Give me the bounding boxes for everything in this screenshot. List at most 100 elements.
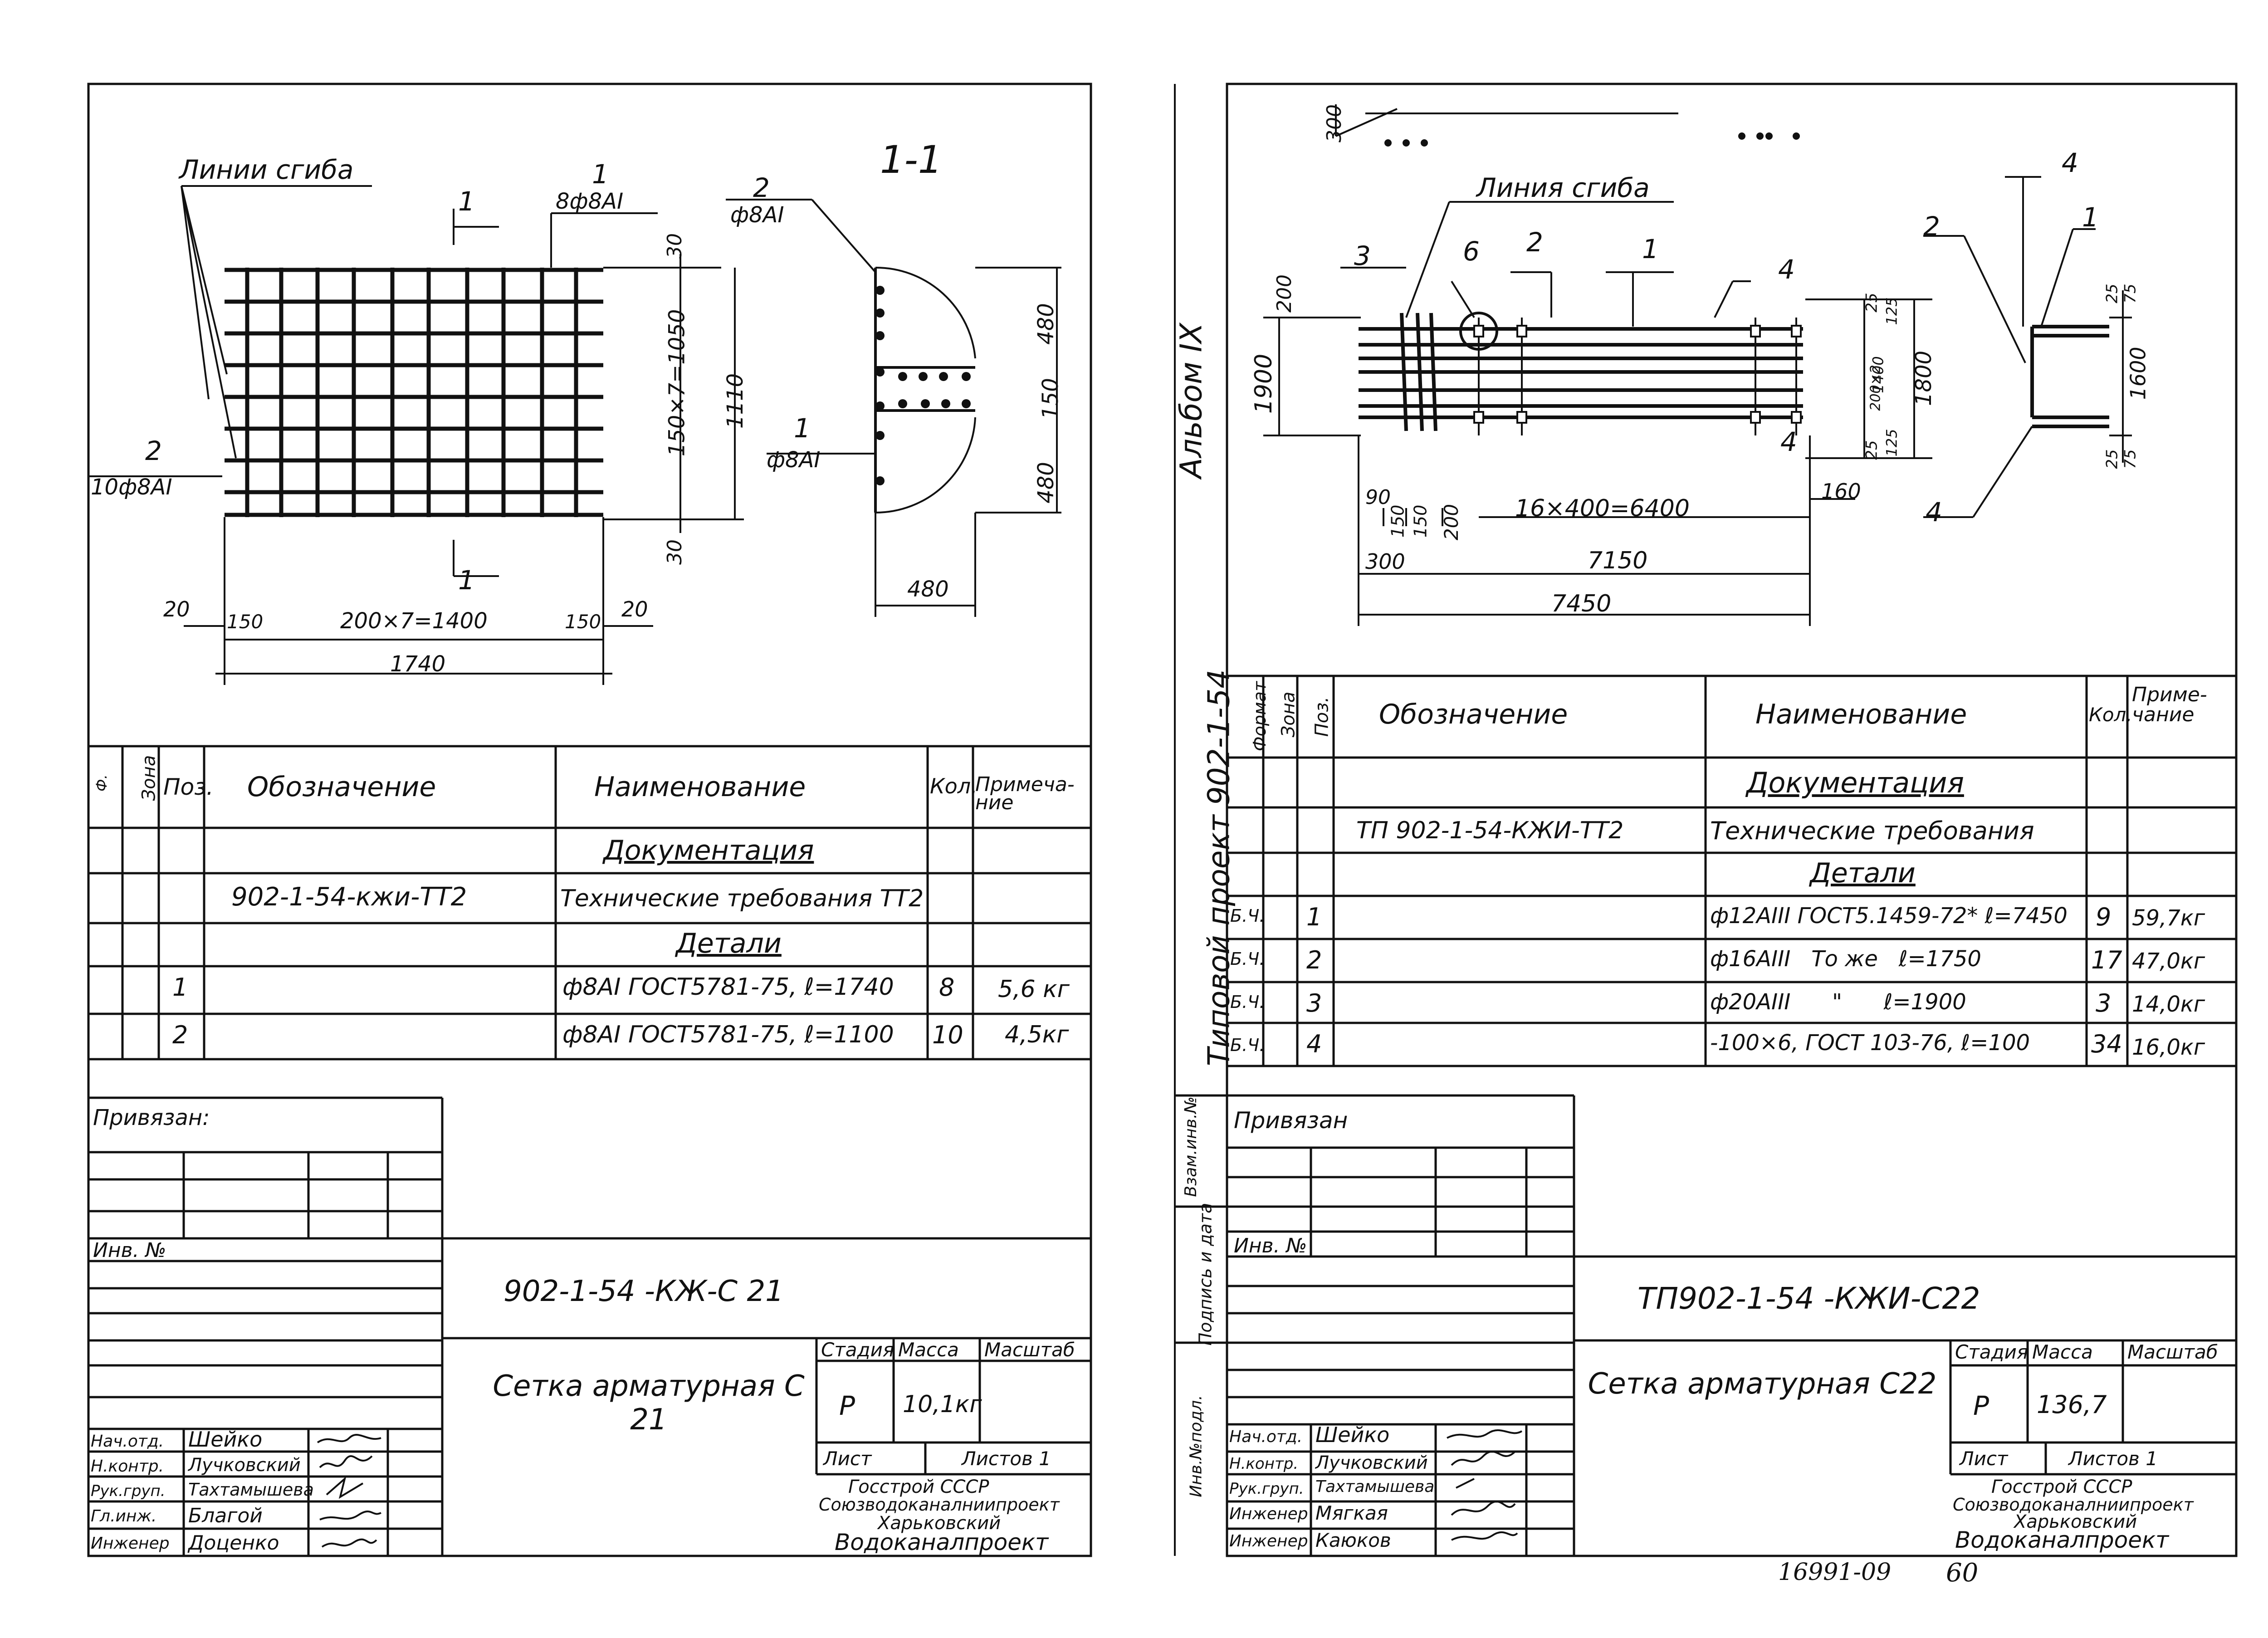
- doc-name: Технические требования ТТ2: [560, 885, 924, 912]
- row2-pos: 2: [172, 1021, 188, 1049]
- r-doc-title: Сетка арматурная С22: [1588, 1367, 1937, 1401]
- pos1-right-number: 1: [794, 413, 811, 444]
- pos4-top-label: 4: [1778, 254, 1795, 285]
- dim-480-b: 480: [1033, 462, 1059, 504]
- r-row3-qty: 3: [2096, 989, 2112, 1017]
- r-name-4: Мягкая: [1315, 1502, 1388, 1524]
- r-row2-note: 47,0кг: [2132, 949, 2205, 974]
- r-row2-pos: 2: [1306, 946, 1322, 974]
- dim-1900: 1900: [1250, 353, 1278, 414]
- dim-1800: 1800: [1911, 350, 1937, 406]
- dim-90: 90: [1365, 486, 1391, 509]
- r-col-name: Наименование: [1755, 699, 1967, 730]
- r-org-line2: Союзводоканалниипроект: [1953, 1495, 2194, 1515]
- role-2: Н.контр.: [91, 1457, 164, 1476]
- doc-designation: 902-1-54-кжи-ТТ2: [231, 882, 467, 912]
- r-row4-format: Б.Ч.: [1230, 1035, 1265, 1055]
- r-col-designation: Обозначение: [1379, 699, 1568, 730]
- r-section-docs: Документация: [1746, 766, 1964, 799]
- name-5: Доценко: [188, 1531, 279, 1555]
- pos1-label: 1: [1642, 234, 1659, 264]
- name-3: Тахтамышева: [188, 1480, 314, 1500]
- dim-300-top: 300: [1322, 104, 1346, 142]
- r-inv-no-label: Инв. №: [1234, 1234, 1307, 1257]
- podpis-label: Подпись и дата: [1195, 1203, 1216, 1346]
- dim-r75-a: 75: [2121, 284, 2140, 303]
- dim-160: 160: [1821, 479, 1861, 504]
- doc-title: Сетка арматурная С 21: [493, 1369, 805, 1437]
- mass-label: Масса: [898, 1339, 959, 1361]
- pos1-number: 1: [592, 159, 609, 190]
- dim-6400: 16×400=6400: [1515, 495, 1690, 522]
- pos2-left-spec: 10ф8АI: [91, 474, 172, 500]
- section-details: Детали: [676, 928, 782, 959]
- footer-page: 60: [1946, 1558, 1979, 1588]
- dim-25-a: 25: [1862, 293, 1881, 313]
- right-spec-table-lines: [1175, 675, 2236, 1556]
- dim-r1600: 1600: [2126, 347, 2151, 400]
- r-name-2: Лучковский: [1315, 1452, 1428, 1473]
- r-doc-name: Технические требования: [1710, 817, 2034, 845]
- pos1-spec: 8ф8АI: [556, 189, 624, 214]
- dim-r25-b: 25: [2103, 449, 2121, 469]
- r-col-zone: Зона: [1278, 691, 1299, 738]
- dim-20-left: 20: [163, 597, 190, 621]
- role-5: Инженер: [91, 1534, 170, 1553]
- left-sheet-frame: [87, 83, 1092, 1557]
- r-row1-name: ф12АIII ГОСТ5.1459-72* ℓ=7450: [1710, 903, 2068, 929]
- inv-podl-label: Инв.№подл.: [1187, 1395, 1206, 1497]
- r-stage-label: Стадия: [1955, 1341, 2028, 1363]
- r-sheet-label: Лист: [1960, 1447, 2008, 1470]
- r-row4-note: 16,0кг: [2132, 1035, 2205, 1060]
- r-mass-label: Масса: [2032, 1341, 2093, 1363]
- r-col-qty: Кол.: [2089, 704, 2132, 726]
- pos4-right-label: 4: [2062, 147, 2078, 178]
- bend-lines-label: Линии сгиба: [179, 154, 354, 185]
- org-line1: Госстрой СССР: [848, 1477, 989, 1497]
- right-mesh: [1263, 104, 2132, 626]
- row1-name: ф8АI ГОСТ5781-75, ℓ=1740: [562, 973, 894, 1001]
- col-format: Ф.: [93, 774, 110, 792]
- r-role-4: Инженер: [1229, 1505, 1308, 1523]
- right-sheet-frame: [1226, 83, 2238, 1557]
- left-mesh: [88, 185, 1061, 685]
- pos2-spec: ф8АI: [730, 202, 784, 228]
- role-1: Нач.отд.: [91, 1432, 164, 1451]
- col-name: Наименование: [594, 771, 806, 803]
- dim-150-right: 150: [565, 611, 601, 633]
- r-name-1: Шейко: [1315, 1423, 1390, 1447]
- r-org-line4: Водоканалпроект: [1955, 1527, 2169, 1553]
- r-section-details: Детали: [1810, 857, 1916, 889]
- sheet-label: Лист: [823, 1447, 872, 1470]
- dim-r25-a: 25: [2103, 284, 2121, 303]
- footer-number: 16991-09: [1778, 1559, 1892, 1586]
- cut-mark-bottom: 1: [458, 565, 475, 596]
- r-col-note: Приме-чание: [2132, 683, 2207, 726]
- role-3: Рук.груп.: [91, 1482, 166, 1500]
- pos2-label: 2: [1526, 227, 1543, 258]
- project-label: Типовой проект 902-1-54: [1201, 669, 1237, 1066]
- mass-value: 10,1кг: [903, 1391, 982, 1418]
- dim-30-top: 30: [663, 233, 686, 259]
- r-row3-format: Б.Ч.: [1230, 992, 1265, 1012]
- r-role-5: Инженер: [1229, 1532, 1308, 1550]
- dim-200-b: 200: [1440, 504, 1463, 541]
- pos2-number: 2: [753, 172, 770, 203]
- r-privyazan-label: Привязан: [1234, 1107, 1348, 1134]
- dim-150-left: 150: [227, 611, 264, 633]
- scale-label: Масштаб: [984, 1339, 1075, 1361]
- pos2-right-label: 2: [1923, 211, 1940, 242]
- row2-note: 4,5кг: [1005, 1021, 1069, 1048]
- col-pos: Поз.: [163, 774, 214, 800]
- r-row4-pos: 4: [1306, 1030, 1322, 1058]
- left-spec-table-lines: [88, 745, 1091, 1556]
- pos3-label: 3: [1354, 240, 1371, 271]
- r-row3-name: ф20АIII " ℓ=1900: [1710, 989, 1966, 1015]
- r-row1-format: Б.Ч.: [1230, 906, 1265, 926]
- inv-no-label: Инв. №: [93, 1239, 166, 1262]
- dim-7450: 7450: [1551, 590, 1612, 617]
- r-doc-code: ТП902-1-54 -КЖИ-С22: [1637, 1281, 1980, 1316]
- dim-20-right: 20: [621, 597, 648, 621]
- dim-1400-r: 1400: [1869, 356, 1887, 393]
